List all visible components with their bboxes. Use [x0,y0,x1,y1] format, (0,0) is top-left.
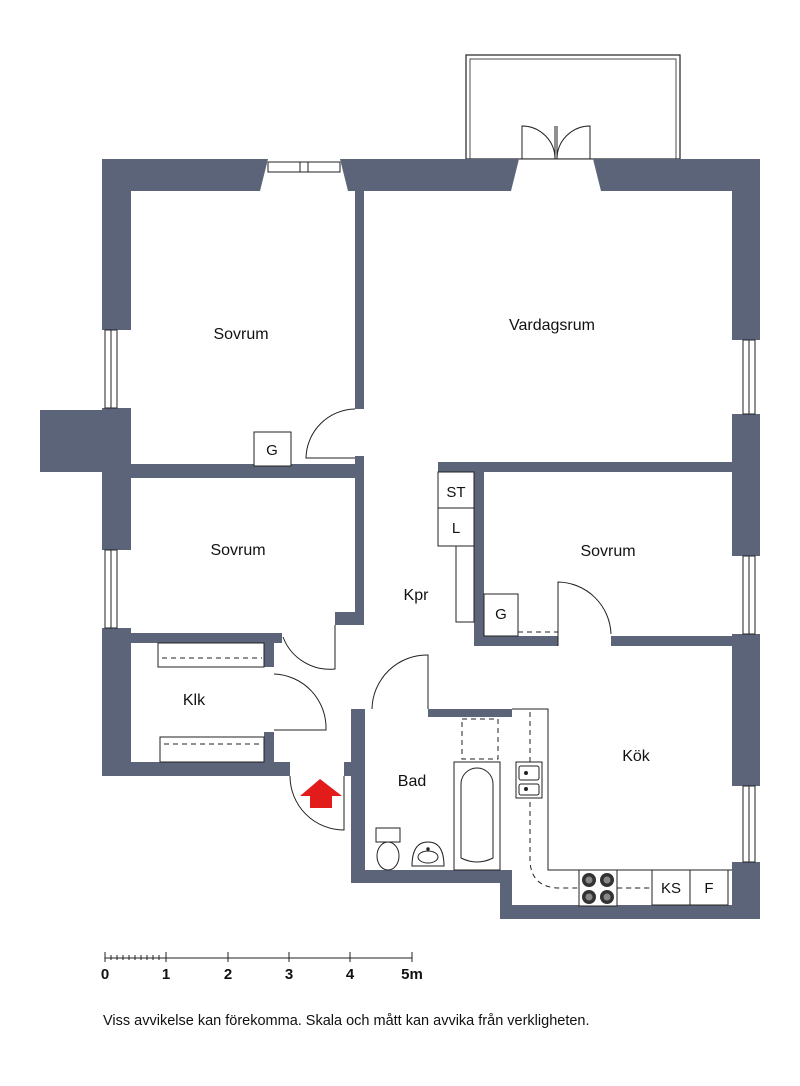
room-label-bad: Bad [398,773,426,790]
scale-label-3: 3 [285,966,293,983]
scale-label-2: 2 [224,966,232,983]
scale-label-0: 0 [101,966,109,983]
scale-bar [104,952,413,962]
dashed-shelves [162,631,558,760]
arrow-up-icon [300,779,342,808]
room-label-sovrum-2: Sovrum [210,542,265,559]
room-label-vardagsrum: Vardagsrum [509,317,595,334]
fixture-label-l: L [452,520,460,537]
window-top-sovrum [260,159,348,191]
scale-label-1: 1 [162,966,170,983]
bathtub [453,761,501,871]
room-label-sovrum-3: Sovrum [580,543,635,560]
fixture-label-g-1: G [266,442,278,459]
walls [40,159,760,919]
room-label-kpr: Kpr [404,587,430,604]
wardrobe-g2 [483,593,519,637]
fixture-label-g-2: G [495,606,507,623]
kitchen-sink [515,761,543,799]
fixture-label-f: F [704,880,713,897]
disclaimer-text: Viss avvikelse kan förekomma. Skala och … [103,1013,590,1029]
doors [273,408,612,831]
wardrobe-l [437,507,475,547]
fixture-label-ks: KS [661,880,681,897]
kitchen-counter [512,708,732,889]
fixture-label-st: ST [446,484,465,501]
scale-label-5m: 5m [401,966,423,983]
toilet [375,827,401,871]
stove [578,869,618,907]
room-label-kok: Kök [622,748,651,765]
room-label-sovrum-1: Sovrum [213,326,268,343]
bathroom-sink [411,841,445,867]
fridge-freezer [617,869,729,906]
closets [157,431,519,763]
room-label-klk: Klk [183,692,206,709]
windows-side [102,329,760,863]
balcony-inner [469,58,677,160]
balcony-door [511,125,601,191]
scale-label-4: 4 [346,966,355,983]
wardrobe-g1 [253,431,292,467]
balcony [465,54,681,160]
